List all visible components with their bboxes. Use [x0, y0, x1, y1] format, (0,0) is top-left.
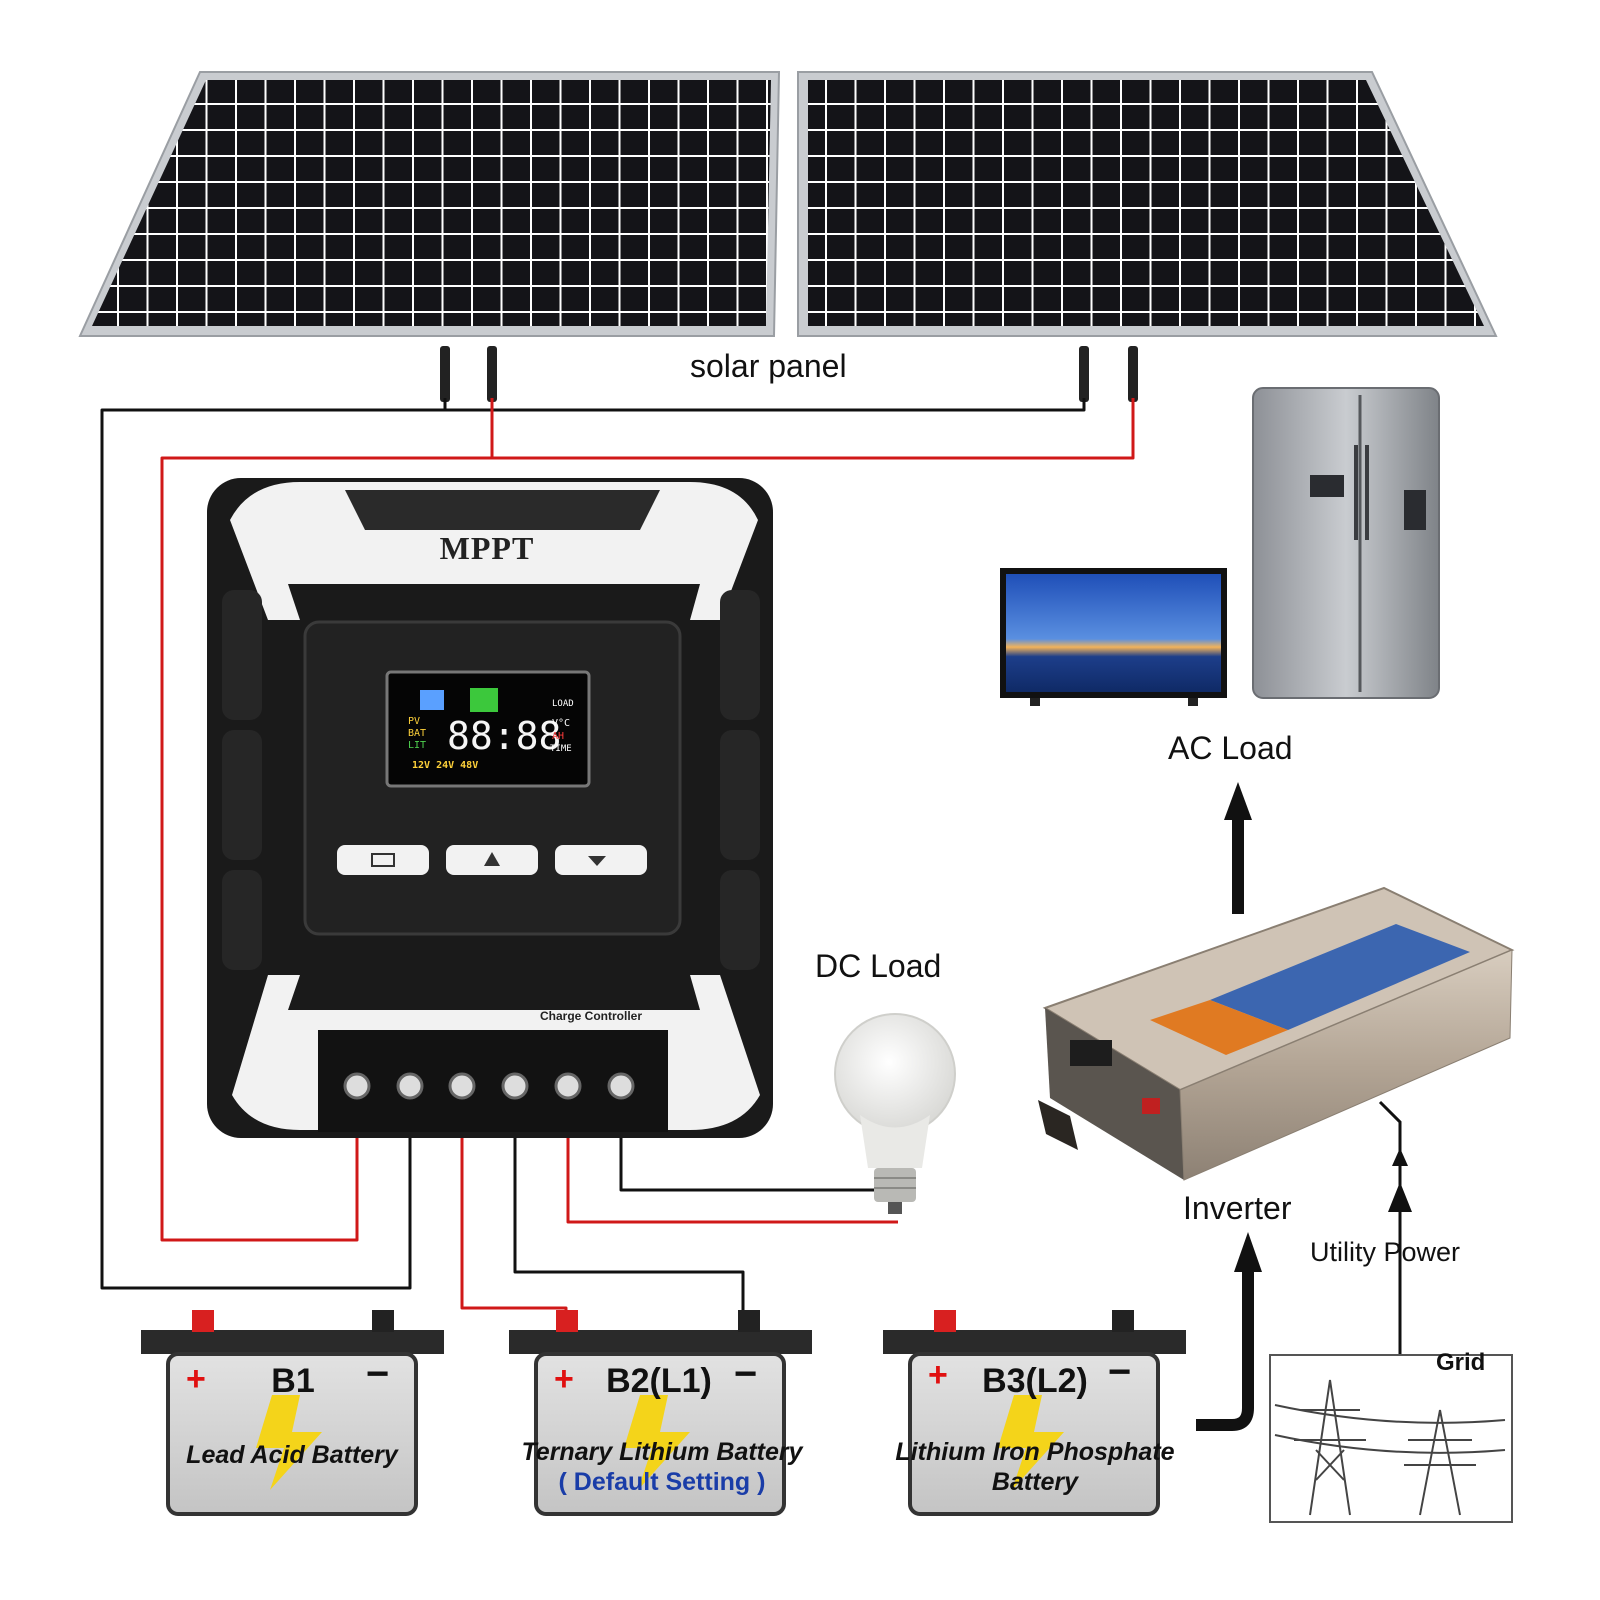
b3-name: B3(L2) [982, 1362, 1088, 1400]
battery-b1 [141, 1310, 444, 1516]
light-bulb-icon [834, 1013, 956, 1214]
controller-subtitle: Charge Controller [540, 1009, 643, 1023]
dc-load-label: DC Load [815, 948, 942, 984]
inverter-icon [1038, 886, 1515, 1181]
lcd-ah: AH [552, 731, 565, 742]
wire-panel-negative-right [445, 398, 1086, 412]
down-arrow-icon [588, 856, 606, 866]
menu-button[interactable] [337, 845, 429, 875]
lcd-bat: BAT [408, 728, 427, 739]
b1-minus-sign: − [366, 1352, 390, 1396]
arrow-battery-to-inverter [1196, 1232, 1262, 1431]
refrigerator-icon [1252, 387, 1440, 699]
battery-b2 [509, 1310, 812, 1516]
wire-panel-positive [160, 398, 494, 1242]
wire-panel-negative [100, 398, 447, 1290]
b3-type: Lithium Iron Phosphate Battery [895, 1438, 1175, 1496]
b3-plus-sign: + [928, 1356, 948, 1394]
ac-load-label: AC Load [1168, 730, 1293, 766]
inverter-label: Inverter [1183, 1190, 1292, 1226]
b1-name: B1 [271, 1362, 315, 1400]
wire-b2-negative [513, 1102, 745, 1330]
b2-minus-sign: − [734, 1352, 758, 1396]
b3-minus-sign: − [1108, 1350, 1132, 1394]
solar-panel-left [78, 71, 781, 337]
solar-panel-label: solar panel [690, 348, 847, 384]
lcd-load: LOAD [552, 699, 574, 709]
grid-label: Grid [1436, 1349, 1486, 1376]
arrow-to-ac-load [1224, 782, 1252, 914]
lightning-icon [624, 1395, 690, 1490]
lightning-icon [998, 1395, 1064, 1490]
b2-plus-sign: + [554, 1360, 574, 1398]
wire-load-positive [566, 1102, 898, 1224]
tv-icon [1000, 568, 1227, 706]
utility-power-label: Utility Power [1310, 1237, 1461, 1267]
terminals [343, 1072, 635, 1100]
battery-b3 [883, 1310, 1186, 1516]
b2-name: B2(L1) [606, 1362, 712, 1400]
mppt-controller [207, 478, 773, 1138]
b1-plus-sign: + [186, 1360, 206, 1398]
lcd-digits: 88:88 [447, 714, 562, 758]
b2-default-setting: ( Default Setting ) [558, 1468, 766, 1496]
lightning-icon [256, 1395, 322, 1490]
solar-panel-right [797, 71, 1498, 337]
wire-panel-positive-right [492, 398, 1135, 460]
battery-icon [371, 853, 395, 867]
b1-type: Lead Acid Battery [186, 1441, 398, 1469]
lcd-units: V°C [552, 718, 571, 729]
lcd-lit: LIT [408, 740, 427, 751]
lcd-pv: PV [408, 716, 421, 727]
lcd-voltages: 12V 24V 48V [412, 760, 479, 771]
panel-connectors [440, 346, 1138, 402]
wiring [100, 398, 1135, 1330]
controller-brand: MPPT [439, 530, 535, 566]
b2-type: Ternary Lithium Battery [521, 1438, 803, 1466]
grid-icon [1269, 1354, 1513, 1523]
lcd-time: TIME [550, 744, 572, 754]
lcd-labels: PV BAT LIT [408, 716, 426, 752]
up-arrow-icon [484, 852, 500, 866]
arrow-utility-to-inverter [1378, 1100, 1412, 1360]
